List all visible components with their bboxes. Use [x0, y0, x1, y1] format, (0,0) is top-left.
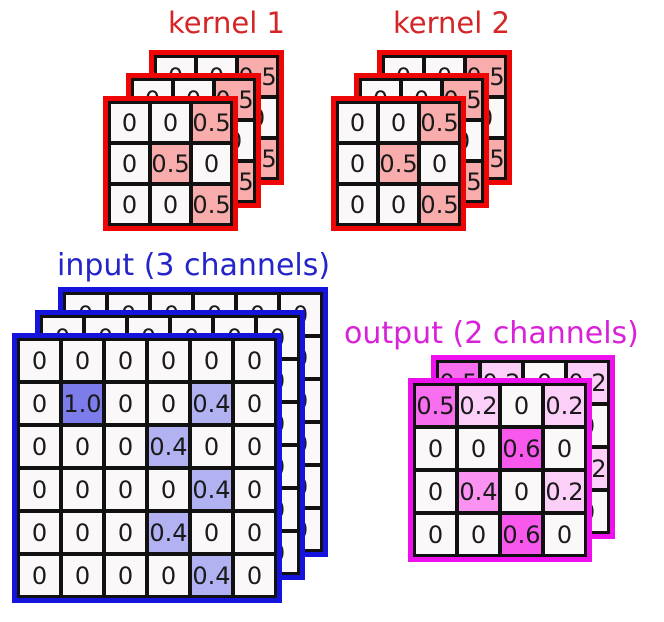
- input-cell: 0: [192, 513, 231, 552]
- output-cell: 0.5: [416, 386, 455, 425]
- input-cell: 0: [235, 470, 274, 509]
- kernel2-title: kernel 2: [393, 6, 510, 40]
- input-cell: 0: [20, 470, 59, 509]
- output-cell: 0: [459, 515, 498, 554]
- output-cell: 0: [502, 386, 541, 425]
- kernel-1-cell: 0: [152, 186, 189, 223]
- input-cell: 0: [149, 341, 188, 380]
- input-cell: 0: [235, 556, 274, 595]
- kernel-1-cell: 0: [152, 104, 189, 141]
- output-cell: 0: [416, 515, 455, 554]
- input-cell: 0: [20, 513, 59, 552]
- output-cell: 0.2: [545, 386, 584, 425]
- input-cell: 0: [63, 427, 102, 466]
- input-cell: 0.4: [149, 513, 188, 552]
- kernel-2-cell: 0.5: [380, 145, 417, 182]
- output-cell: 0.2: [545, 472, 584, 511]
- input-cell: 0: [192, 427, 231, 466]
- kernel-1-cell: 0.5: [193, 104, 230, 141]
- kernel1-title: kernel 1: [168, 6, 285, 40]
- output-cell: 0.6: [502, 429, 541, 468]
- output-cell: 0: [545, 429, 584, 468]
- input-cell: 0: [106, 384, 145, 423]
- kernel-1-cell: 0: [193, 145, 230, 182]
- output-cell: 0.2: [459, 386, 498, 425]
- kernel-1-cell: 0.5: [152, 145, 189, 182]
- input-cell: 0: [106, 470, 145, 509]
- kernel-2-cell: 0: [339, 104, 376, 141]
- kernel-2-cell: 0.5: [421, 186, 458, 223]
- output-cell: 0: [502, 472, 541, 511]
- input-cell: 0: [106, 341, 145, 380]
- input-cell: 0: [106, 513, 145, 552]
- input-cell: 0: [192, 341, 231, 380]
- kernel-2-cell: 0.5: [421, 104, 458, 141]
- output-cell: 0: [459, 429, 498, 468]
- input-cell: 0: [235, 341, 274, 380]
- input-cell: 0: [235, 427, 274, 466]
- input-cell: 0: [63, 470, 102, 509]
- input-cell: 0: [106, 556, 145, 595]
- input-cell: 0.4: [192, 470, 231, 509]
- kernel-1-cell: 0: [111, 145, 148, 182]
- input-cell: 0.4: [149, 427, 188, 466]
- input-cell: 0: [235, 384, 274, 423]
- kernel-2-cell: 0: [380, 186, 417, 223]
- kernel-2-cell: 0: [339, 186, 376, 223]
- input-cell: 0.4: [192, 384, 231, 423]
- input-cell: 0: [20, 384, 59, 423]
- input-cell: 0: [63, 556, 102, 595]
- input-title: input (3 channels): [57, 248, 331, 283]
- input-cell: 0: [235, 513, 274, 552]
- kernel-1-cell: 0: [111, 104, 148, 141]
- input-cell: 0: [20, 427, 59, 466]
- input-cell: 0.4: [192, 556, 231, 595]
- output-cell: 0: [416, 429, 455, 468]
- input-cell: 0: [20, 556, 59, 595]
- kernel-2-cell: 0: [339, 145, 376, 182]
- kernel-1-cell: 0: [111, 186, 148, 223]
- input-cell: 0: [63, 513, 102, 552]
- input-cell: 0: [63, 341, 102, 380]
- output-cell: 0.6: [502, 515, 541, 554]
- output-cell: 0: [545, 515, 584, 554]
- kernel-1-cell: 0.5: [193, 186, 230, 223]
- input-cell: 0: [149, 470, 188, 509]
- input-cell: 0: [106, 427, 145, 466]
- kernel-2-cell: 0: [421, 145, 458, 182]
- input-cell: 0: [149, 384, 188, 423]
- input-cell: 0: [149, 556, 188, 595]
- output-cell: 0: [416, 472, 455, 511]
- output-cell: 0.4: [459, 472, 498, 511]
- kernel-2-cell: 0: [380, 104, 417, 141]
- input-cell: 0: [20, 341, 59, 380]
- input-cell: 1.0: [63, 384, 102, 423]
- output-title: output (2 channels): [344, 316, 639, 351]
